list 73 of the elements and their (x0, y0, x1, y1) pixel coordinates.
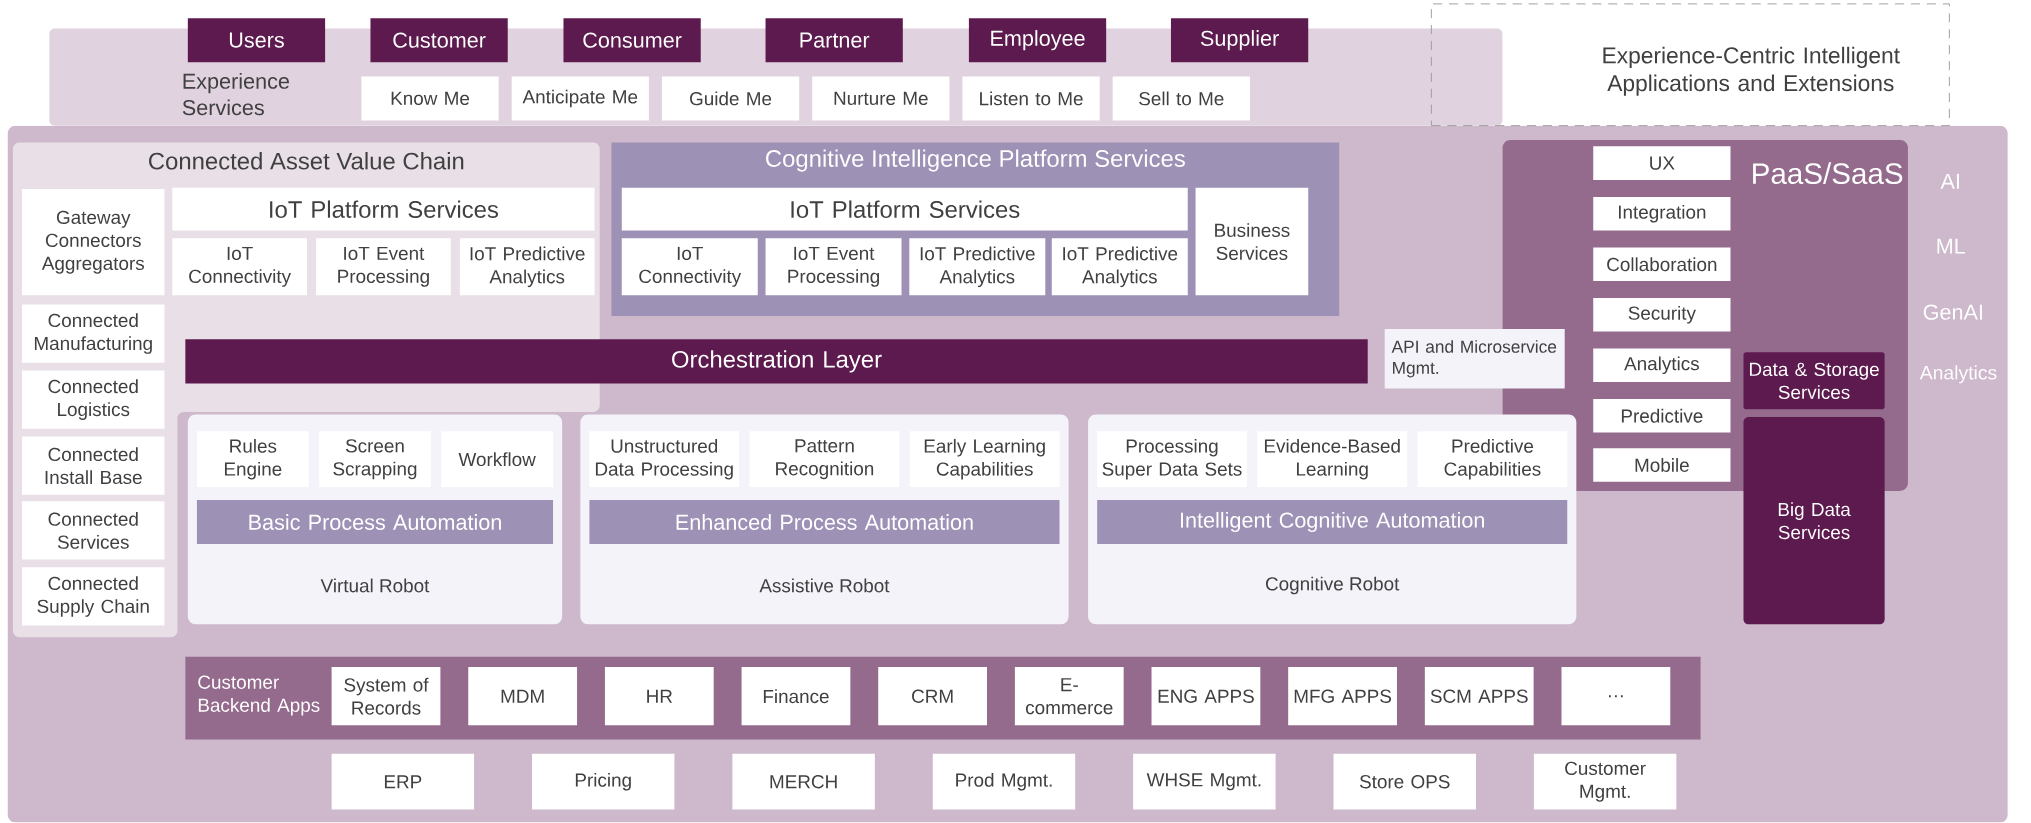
service-box: IoT Connectivity (172, 238, 307, 296)
app-box: MERCH (732, 754, 875, 810)
storage-box: Big Data Services (1743, 417, 1885, 625)
service-box: Workflow (441, 431, 554, 488)
service-box: Gateway Connectors Aggregators (22, 189, 165, 296)
service-box: Predictive (1593, 399, 1731, 433)
service-box: Connected Manufacturing (22, 304, 165, 363)
service-box: IoT Predictive Analytics (1051, 238, 1188, 296)
service-box: IoT Predictive Analytics (459, 238, 595, 296)
app-box: Customer Mgmt. (1533, 754, 1677, 810)
app-box: SCM APPS (1424, 667, 1534, 726)
service-box: Evidence-Based Learning (1257, 431, 1408, 488)
service-box: Business Services (1195, 188, 1309, 296)
service-box: Pattern Recognition (749, 431, 900, 488)
service-box: Nurture Me (812, 76, 950, 121)
service-box: Connected Logistics (22, 370, 165, 429)
side-label: GenAI (1923, 304, 1982, 321)
app-box: MFG APPS (1288, 667, 1397, 726)
persona-box: Customer (370, 18, 508, 63)
service-box: IoT Event Processing (316, 238, 451, 296)
storage-box: Data & Storage Services (1743, 352, 1885, 410)
service-box: Know Me (361, 76, 499, 121)
automation-bar: Enhanced Process Automation (589, 500, 1060, 545)
app-box: Prod Mgmt. (932, 754, 1076, 810)
service-box: Listen to Me (962, 76, 1100, 121)
app-box: WHSE Mgmt. (1133, 754, 1276, 810)
service-box: Integration (1593, 197, 1731, 231)
app-box: ERP (331, 754, 475, 810)
service-box: Anticipate Me (511, 76, 649, 121)
service-box: Processing Super Data Sets (1097, 431, 1247, 488)
service-box: IoT Platform Services (621, 188, 1188, 231)
layer-bar: Orchestration Layer (185, 339, 1368, 384)
service-box: IoT Event Processing (765, 238, 902, 296)
app-box: Pricing (532, 754, 675, 810)
service-box: Guide Me (661, 76, 800, 121)
side-label: Analytics (1919, 365, 1997, 384)
service-box: Analytics (1593, 348, 1731, 383)
app-box: Finance (741, 667, 851, 726)
service-box: Rules Engine (196, 431, 309, 488)
service-box: Security (1593, 298, 1731, 332)
persona-box: Supplier (1170, 18, 1309, 63)
service-box: Screen Scrapping (319, 431, 431, 488)
app-box: System of Records (331, 667, 441, 726)
app-box: CRM (878, 667, 987, 726)
service-box: Connected Supply Chain (22, 567, 165, 626)
app-box: MDM (468, 667, 578, 726)
service-box: IoT Platform Services (172, 188, 595, 231)
service-box: Predictive Capabilities (1417, 431, 1568, 488)
side-label: AI (1940, 174, 1959, 190)
service-box: Connected Install Base (22, 436, 165, 496)
app-box: E-commerce (1014, 667, 1124, 726)
service-box: Sell to Me (1112, 76, 1250, 121)
app-box: HR (604, 667, 714, 726)
app-box: … (1561, 667, 1671, 726)
persona-box: Employee (968, 18, 1107, 63)
service-box: IoT Predictive Analytics (909, 238, 1046, 296)
service-box: Unstructured Data Processing (589, 431, 740, 488)
service-box: Connected Services (22, 501, 165, 560)
service-box: UX (1593, 146, 1731, 181)
app-box: Store OPS (1333, 754, 1476, 810)
service-box: API and Microservice Mgmt. (1384, 329, 1565, 389)
service-box: IoT Connectivity (621, 238, 758, 296)
persona-box: Partner (765, 18, 903, 63)
service-box: Collaboration (1593, 247, 1731, 282)
dashed-box: Experience-Centric Intelligent Applications and Extensions (1430, 3, 1950, 127)
persona-box: Consumer (563, 18, 701, 63)
side-label: ML (1937, 238, 1966, 254)
service-box: Mobile (1593, 448, 1731, 483)
app-box: ENG APPS (1151, 667, 1261, 726)
persona-box: Users (187, 18, 326, 63)
automation-bar: Intelligent Cognitive Automation (1097, 500, 1568, 545)
automation-bar: Basic Process Automation (196, 500, 554, 545)
service-box: Early Learning Capabilities (909, 431, 1060, 488)
